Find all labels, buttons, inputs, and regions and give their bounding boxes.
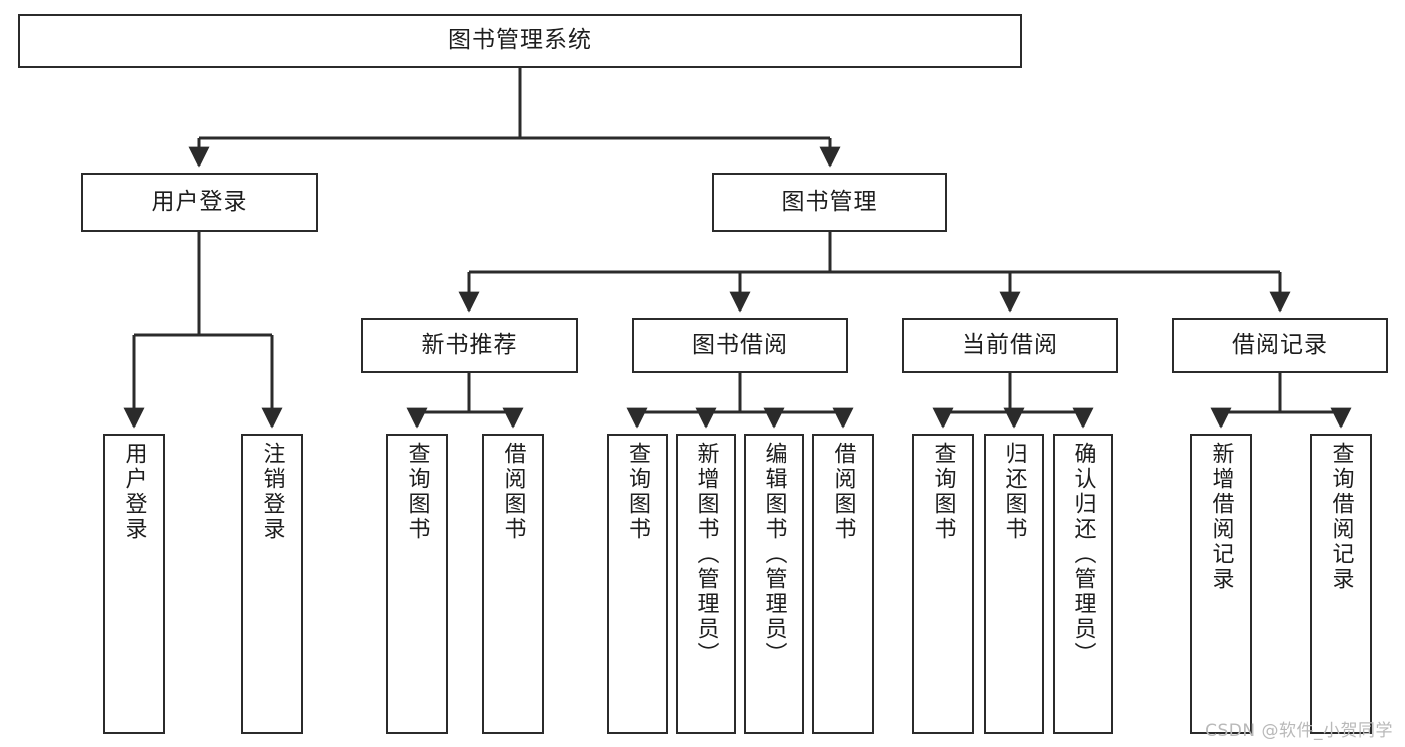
node-leaf-add-book-label: 新增图书（管理员）	[693, 442, 719, 667]
node-leaf-borrow-book-2[interactable]: 借阅图书	[812, 434, 874, 734]
node-leaf-query-book-3-label: 查询图书	[930, 442, 956, 542]
node-current-borrow-label: 当前借阅	[962, 331, 1058, 358]
node-book-borrow[interactable]: 图书借阅	[632, 318, 848, 373]
node-leaf-query-book-2-label: 查询图书	[625, 442, 651, 542]
node-leaf-query-book-1[interactable]: 查询图书	[386, 434, 448, 734]
node-leaf-add-book[interactable]: 新增图书（管理员）	[676, 434, 736, 734]
node-leaf-query-book-3[interactable]: 查询图书	[912, 434, 974, 734]
node-borrow-record[interactable]: 借阅记录	[1172, 318, 1388, 373]
node-leaf-borrow-book-1[interactable]: 借阅图书	[482, 434, 544, 734]
node-leaf-user-logout[interactable]: 注销登录	[241, 434, 303, 734]
node-new-book-recommend[interactable]: 新书推荐	[361, 318, 578, 373]
node-leaf-query-book-2[interactable]: 查询图书	[607, 434, 668, 734]
node-current-borrow[interactable]: 当前借阅	[902, 318, 1118, 373]
node-leaf-add-record-label: 新增借阅记录	[1208, 442, 1234, 592]
node-leaf-user-logout-label: 注销登录	[259, 442, 285, 542]
node-leaf-return-book-label: 归还图书	[1001, 442, 1027, 542]
node-leaf-query-book-1-label: 查询图书	[404, 442, 430, 542]
node-leaf-borrow-book-2-label: 借阅图书	[830, 442, 856, 542]
node-leaf-confirm-return-label: 确认归还（管理员）	[1070, 442, 1096, 667]
node-user-login-label: 用户登录	[151, 188, 248, 215]
node-leaf-edit-book[interactable]: 编辑图书（管理员）	[744, 434, 804, 734]
node-leaf-edit-book-label: 编辑图书（管理员）	[761, 442, 787, 667]
watermark: CSDN @软件_小贺同学	[1205, 721, 1393, 741]
node-borrow-record-label: 借阅记录	[1232, 331, 1328, 358]
node-book-manage-label: 图书管理	[781, 188, 878, 215]
node-leaf-return-book[interactable]: 归还图书	[984, 434, 1044, 734]
node-leaf-query-record[interactable]: 查询借阅记录	[1310, 434, 1372, 734]
node-leaf-add-record[interactable]: 新增借阅记录	[1190, 434, 1252, 734]
node-book-borrow-label: 图书借阅	[692, 331, 788, 358]
node-root-label: 图书管理系统	[448, 27, 592, 54]
node-leaf-borrow-book-1-label: 借阅图书	[500, 442, 526, 542]
node-leaf-confirm-return[interactable]: 确认归还（管理员）	[1053, 434, 1113, 734]
node-leaf-query-record-label: 查询借阅记录	[1328, 442, 1354, 592]
node-leaf-user-login[interactable]: 用户登录	[103, 434, 165, 734]
node-new-book-recommend-label: 新书推荐	[421, 331, 518, 358]
node-user-login[interactable]: 用户登录	[81, 173, 318, 232]
node-root[interactable]: 图书管理系统	[18, 14, 1022, 68]
node-book-manage[interactable]: 图书管理	[712, 173, 947, 232]
node-leaf-user-login-label: 用户登录	[121, 442, 147, 542]
